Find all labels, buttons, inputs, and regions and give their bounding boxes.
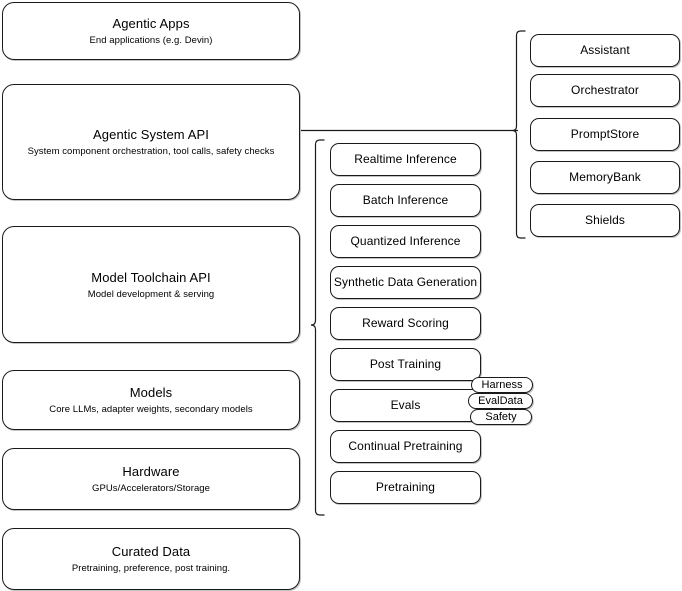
layer-subtitle: GPUs/Accelerators/Storage: [92, 483, 210, 494]
capability-box-batch-inference[interactable]: Batch Inference: [330, 184, 481, 217]
layer-subtitle: Pretraining, preference, post training.: [71, 563, 231, 574]
capability-label: Batch Inference: [362, 193, 449, 207]
layer-box-model-toolchain-api[interactable]: Model Toolchain API Model development & …: [2, 226, 300, 343]
capability-label: Realtime Inference: [354, 152, 457, 166]
layer-box-models[interactable]: Models Core LLMs, adapter weights, secon…: [2, 370, 300, 430]
layer-box-curated-data[interactable]: Curated Data Pretraining, preference, po…: [2, 528, 300, 590]
capability-label: Continual Pretraining: [348, 439, 463, 453]
component-box-orchestrator[interactable]: Orchestrator: [530, 74, 680, 107]
badge-label: Safety: [485, 410, 517, 423]
layer-title: Hardware: [122, 464, 180, 479]
capability-label: Post Training: [369, 357, 442, 371]
evals-badge-evaldata[interactable]: EvalData: [468, 393, 533, 409]
capability-box-quantized-inference[interactable]: Quantized Inference: [330, 225, 481, 258]
layer-title: Agentic Apps: [112, 16, 190, 31]
layer-box-agentic-apps[interactable]: Agentic Apps End applications (e.g. Devi…: [2, 2, 300, 60]
capability-label: Quantized Inference: [350, 234, 461, 248]
capability-label: Pretraining: [375, 480, 436, 494]
component-box-promptstore[interactable]: PromptStore: [530, 118, 680, 151]
badge-label: Harness: [481, 378, 523, 391]
layer-title: Models: [129, 385, 173, 400]
capability-label: Evals: [390, 398, 421, 412]
component-label: MemoryBank: [569, 170, 641, 184]
capability-box-pretraining[interactable]: Pretraining: [330, 471, 481, 504]
capability-box-synthetic-data-generation[interactable]: Synthetic Data Generation: [330, 266, 481, 299]
component-box-shields[interactable]: Shields: [530, 204, 680, 237]
badge-label: EvalData: [478, 394, 523, 407]
capability-label: Reward Scoring: [362, 316, 449, 330]
layer-subtitle: End applications (e.g. Devin): [89, 35, 213, 46]
layer-title: Curated Data: [111, 544, 191, 559]
evals-badge-safety[interactable]: Safety: [470, 409, 532, 425]
capability-box-continual-pretraining[interactable]: Continual Pretraining: [330, 430, 481, 463]
capability-box-evals[interactable]: Evals: [330, 389, 481, 422]
layer-box-hardware[interactable]: Hardware GPUs/Accelerators/Storage: [2, 448, 300, 510]
capability-label: Synthetic Data Generation: [333, 275, 478, 289]
system-components-brace: [512, 30, 526, 239]
capability-box-post-training[interactable]: Post Training: [330, 348, 481, 381]
toolchain-capabilities-brace: [310, 139, 325, 516]
capability-box-realtime-inference[interactable]: Realtime Inference: [330, 143, 481, 176]
evals-badge-harness[interactable]: Harness: [471, 377, 533, 393]
component-label: PromptStore: [570, 127, 640, 141]
layer-subtitle: System component orchestration, tool cal…: [27, 146, 275, 157]
capability-box-reward-scoring[interactable]: Reward Scoring: [330, 307, 481, 340]
component-box-assistant[interactable]: Assistant: [530, 34, 680, 67]
component-label: Shields: [584, 213, 626, 227]
layer-title: Model Toolchain API: [91, 269, 211, 285]
layer-subtitle: Model development & serving: [87, 288, 215, 300]
component-box-memorybank[interactable]: MemoryBank: [530, 161, 680, 194]
layer-subtitle: Core LLMs, adapter weights, secondary mo…: [49, 404, 253, 415]
component-label: Assistant: [580, 43, 630, 57]
layer-box-agentic-system-api[interactable]: Agentic System API System component orch…: [2, 84, 300, 200]
layer-title: Agentic System API: [93, 127, 209, 142]
component-label: Orchestrator: [571, 83, 639, 97]
